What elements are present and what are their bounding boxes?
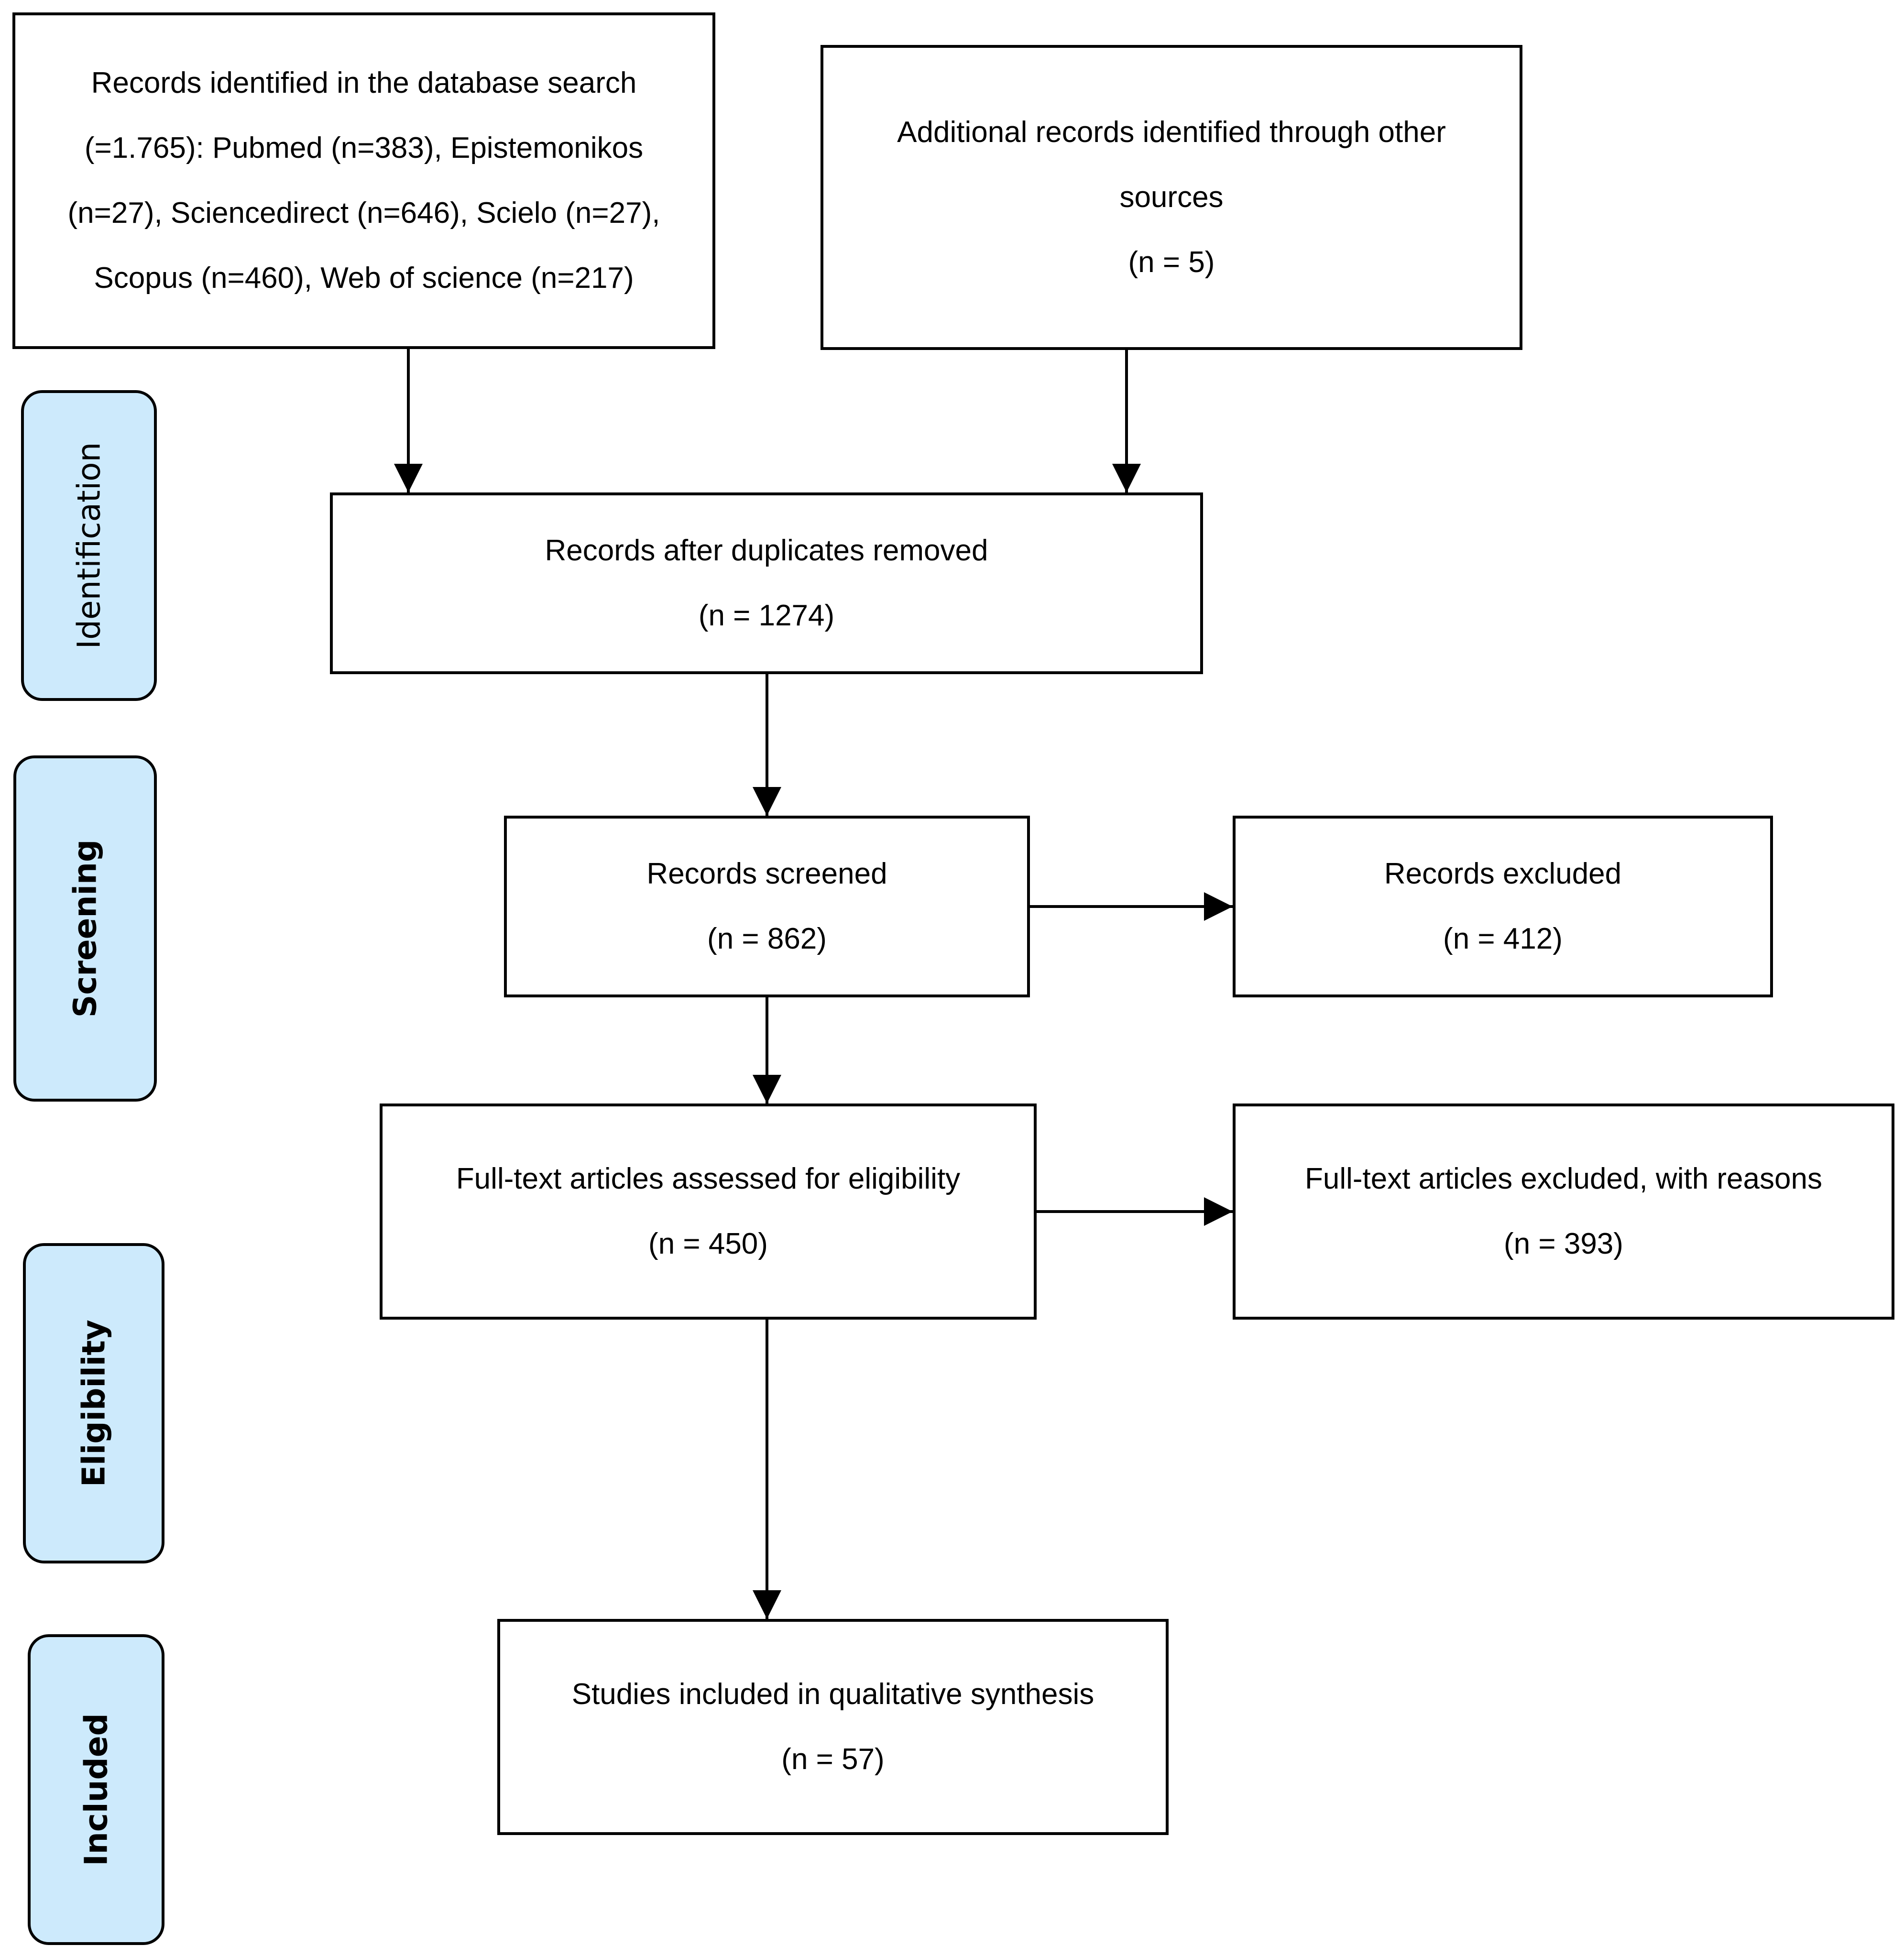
box-line: (=1.765): Pubmed (n=383), Epistemonikos	[84, 131, 644, 164]
phase-identification: Identification	[21, 390, 157, 701]
box-records-excluded: Records excluded (n = 412)	[1233, 816, 1773, 997]
box-line: Scopus (n=460), Web of science (n=217)	[94, 262, 634, 295]
box-line: Records identified in the database searc…	[91, 66, 637, 99]
box-line: (n = 862)	[707, 922, 827, 955]
box-database-search: Records identified in the database searc…	[12, 12, 715, 349]
box-line: sources	[1119, 181, 1224, 214]
box-line: (n=27), Sciencedirect (n=646), Scielo (n…	[67, 197, 660, 229]
phase-eligibility: Eligibility	[23, 1243, 164, 1563]
box-other-sources: Additional records identified through ot…	[821, 45, 1522, 350]
box-line: Records screened	[646, 857, 887, 890]
box-line: Studies included in qualitative synthesi…	[571, 1678, 1094, 1711]
box-line: Records after duplicates removed	[545, 534, 988, 567]
box-line: (n = 1274)	[698, 599, 835, 632]
box-records-screened: Records screened (n = 862)	[504, 816, 1030, 997]
box-line: Full-text articles excluded, with reason…	[1304, 1162, 1822, 1195]
box-full-text-assessed: Full-text articles assessed for eligibil…	[380, 1104, 1037, 1320]
box-line: Records excluded	[1384, 857, 1622, 890]
box-line: (n = 57)	[781, 1743, 885, 1776]
phase-screening: Screening	[13, 755, 157, 1102]
box-full-text-excluded: Full-text articles excluded, with reason…	[1233, 1104, 1894, 1320]
box-included-studies: Studies included in qualitative synthesi…	[497, 1619, 1169, 1835]
box-line: (n = 393)	[1504, 1227, 1623, 1260]
box-line: Full-text articles assessed for eligibil…	[456, 1162, 961, 1195]
box-after-duplicates: Records after duplicates removed (n = 12…	[330, 492, 1203, 674]
box-line: (n = 5)	[1128, 246, 1215, 279]
box-line: (n = 450)	[648, 1227, 768, 1260]
phase-included: Included	[28, 1634, 164, 1945]
box-line: (n = 412)	[1443, 922, 1563, 955]
box-line: Additional records identified through ot…	[897, 116, 1446, 149]
